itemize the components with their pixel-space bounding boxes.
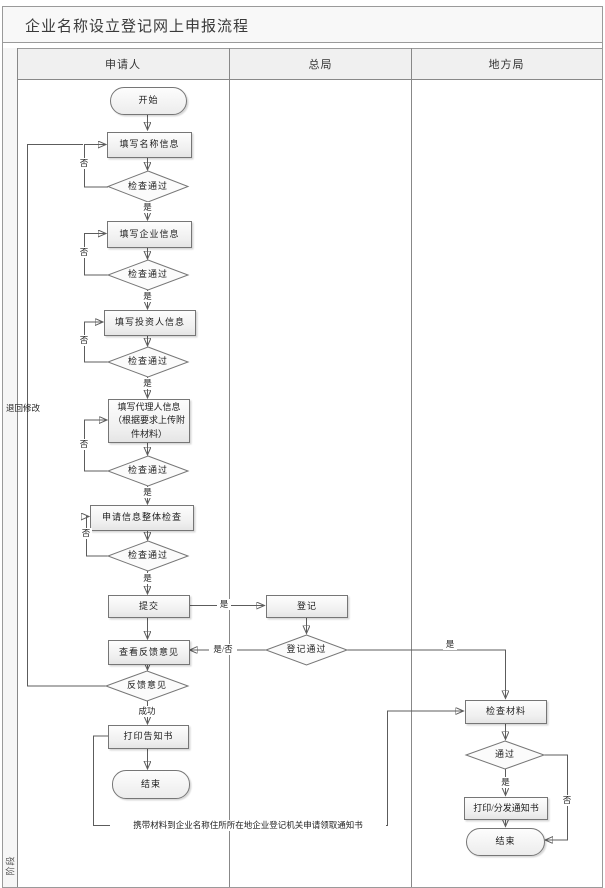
diamond-shape	[108, 456, 188, 486]
decision-label: 检查通过	[127, 180, 168, 191]
edge-label-no-4: 否	[78, 439, 90, 450]
flow-node-submit: 提交	[108, 595, 190, 618]
edge-label-yes-submit: 是	[217, 599, 231, 610]
edge-label-carry-materials: 携带材料到企业名称住所所在地企业登记机关申请领取通知书	[110, 820, 386, 831]
flow-node-print-distribute: 打印/分发通知书	[464, 797, 548, 820]
decision-label: 检查通过	[127, 356, 168, 367]
decision-label: 登记通过	[286, 644, 327, 655]
decision-label: 通过	[494, 749, 515, 760]
lane-divider-2	[411, 48, 412, 887]
diamond-shape	[108, 260, 188, 290]
decision-label: 检查通过	[127, 465, 168, 476]
decision-label: 检查通过	[127, 550, 168, 561]
flow-decision-check-pass-5: 检查通过	[108, 541, 188, 571]
title-bar: 企业名称设立登记网上申报流程	[3, 7, 602, 43]
page-title: 企业名称设立登记网上申报流程	[25, 19, 250, 35]
flow-decision-check-pass-1: 检查通过	[108, 171, 188, 202]
edge-label-return-modify: 退回修改	[5, 403, 40, 413]
diamond-shape	[266, 635, 347, 665]
flow-node-fill-agent-info: 填写代理人信息 （根据要求上传附 件材料）	[108, 399, 190, 443]
edge-label-success: 成功	[133, 706, 161, 717]
lane-divider-1	[229, 48, 230, 887]
edge-label-yes-5: 是	[141, 573, 154, 584]
flow-decision-check-pass-2: 检查通过	[108, 260, 188, 290]
lane-header-local-bureau: 地方局	[488, 59, 525, 71]
flow-node-fill-name-info: 填写名称信息	[107, 132, 192, 158]
edge-label-no-2: 否	[78, 247, 90, 258]
edge-label-no-pass: 否	[561, 795, 573, 806]
edge-label-no-5: 否	[80, 528, 92, 539]
edge-label-yes-3: 是	[141, 378, 154, 389]
decision-label: 反馈意见	[126, 680, 167, 691]
flow-decision-pass: 通过	[466, 741, 544, 769]
flow-node-overall-check: 申请信息整体检查	[90, 505, 194, 531]
edge-label-yes-1: 是	[141, 202, 154, 213]
edge-label-yes-pass: 是	[499, 777, 512, 788]
edge-label-no-1: 否	[78, 158, 90, 169]
edge-label-yes-register: 是	[443, 639, 457, 650]
decision-label: 检查通过	[127, 269, 168, 280]
diamond-shape	[108, 347, 188, 377]
flow-node-fill-investor-info: 填写投资人信息	[104, 310, 196, 336]
stage-strip	[3, 48, 18, 887]
diamond-shape	[108, 541, 188, 571]
flow-decision-check-pass-3: 检查通过	[108, 347, 188, 377]
flow-node-end-applicant: 结束	[112, 770, 190, 799]
flow-decision-register-pass: 登记通过	[266, 635, 347, 665]
stage-label: 阶段	[5, 855, 16, 876]
edge-label-yes-4: 是	[141, 487, 154, 498]
edge-label-yes-2: 是	[141, 291, 154, 302]
edge-label-yes-no: 是/否	[209, 644, 237, 655]
lane-header-central-bureau: 总局	[308, 59, 333, 71]
flow-node-end-local: 结束	[466, 828, 545, 856]
flow-node-view-feedback: 查看反馈意见	[108, 640, 190, 665]
flow-node-start: 开始	[110, 87, 187, 115]
flow-node-fill-company-info: 填写企业信息	[107, 221, 192, 248]
edge-label-no-3: 否	[78, 335, 90, 346]
flow-decision-check-pass-4: 检查通过	[108, 456, 188, 486]
lane-header-applicant: 申请人	[105, 59, 141, 71]
flow-node-check-materials: 检查材料	[465, 700, 547, 724]
swimlane-header-row	[3, 48, 602, 80]
flow-node-register: 登记	[266, 595, 348, 618]
flow-decision-feedback: 反馈意见	[106, 671, 188, 701]
flow-node-print-notice: 打印告知书	[108, 725, 189, 749]
